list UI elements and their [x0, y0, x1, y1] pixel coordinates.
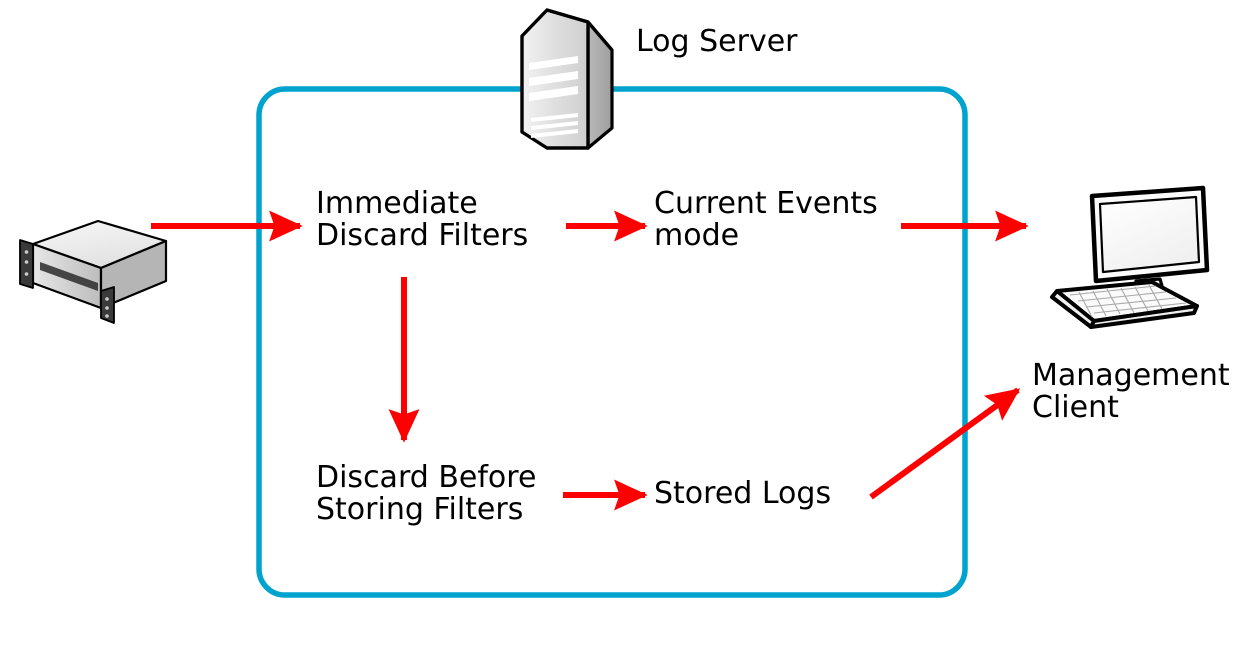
management-client-workstation-icon: [1050, 185, 1210, 329]
label-log-server: Log Server: [636, 24, 798, 59]
label-stored-logs: Stored Logs: [654, 476, 832, 511]
arrow-stored-logs-to-management-client: [869, 387, 1021, 500]
label-current-events-mode: Current Events mode: [654, 186, 878, 253]
label-management-client: Management Client: [1032, 358, 1230, 425]
label-discard-before-storing-filters: Discard Before Storing Filters: [316, 460, 537, 527]
log-server-tower-icon: [520, 8, 614, 150]
rack-appliance-icon: [19, 219, 168, 324]
label-immediate-discard-filters: Immediate Discard Filters: [316, 186, 529, 253]
